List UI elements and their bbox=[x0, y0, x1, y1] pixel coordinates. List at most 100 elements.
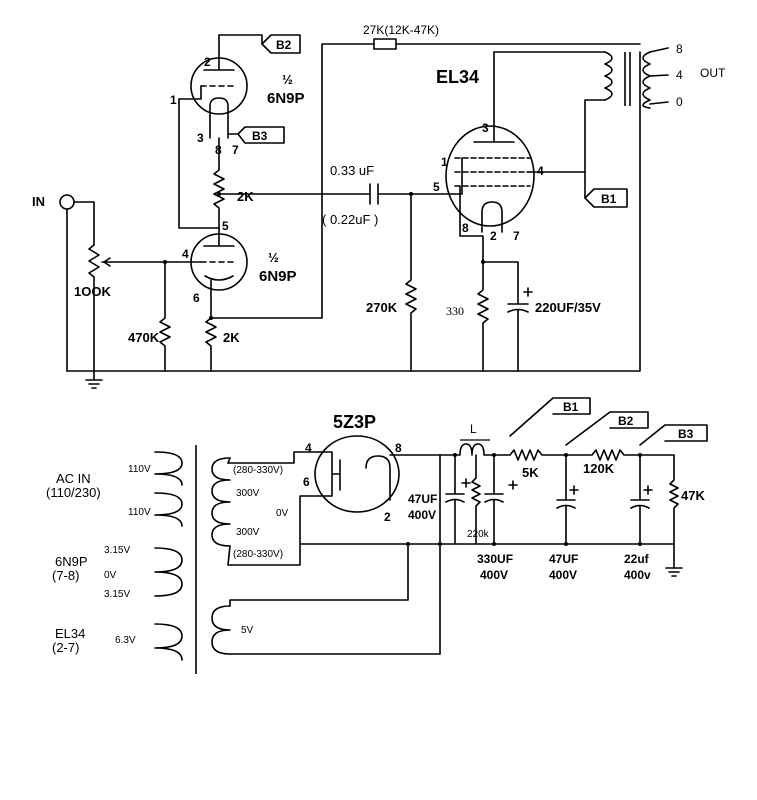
cap1-volts: 400V bbox=[408, 508, 436, 522]
tag-b1-bottom: B1 bbox=[509, 397, 591, 437]
plate-resistor: 2K bbox=[213, 169, 254, 231]
rectifier-pin-4: 4 bbox=[305, 441, 312, 455]
cathode-resistor: 2K bbox=[205, 317, 240, 372]
rectifier-pin-2: 2 bbox=[384, 510, 391, 524]
tube2-pin-6: 6 bbox=[193, 291, 200, 305]
secondary-range2: (280-330V) bbox=[233, 549, 283, 560]
heater-6n9p-vmid: 0V bbox=[104, 570, 117, 581]
cap3-value: 47UF bbox=[549, 552, 578, 566]
ground-symbol bbox=[85, 370, 103, 389]
tube1-pin-1: 1 bbox=[170, 93, 177, 107]
tag-b1-bottom-label: B1 bbox=[563, 400, 579, 414]
bleeder-resistor: 220k bbox=[467, 454, 490, 545]
winding-5v-label: 5V bbox=[241, 625, 254, 636]
heater-6n9p-vtop: 3.15V bbox=[104, 545, 130, 556]
filter-capacitor-4: 22uf 400v bbox=[624, 454, 653, 582]
tube-el34: 3 1 5 4 8 2 7 EL34 bbox=[433, 51, 586, 261]
load-resistor-label: 47K bbox=[681, 488, 705, 503]
coupling-cap-label: 0.33 uF bbox=[330, 163, 374, 178]
tube1-name: 6N9P bbox=[267, 90, 305, 107]
el34-name: EL34 bbox=[436, 67, 479, 87]
tag-b3-top-label: B3 bbox=[252, 129, 268, 143]
out-tap-8: 8 bbox=[676, 42, 683, 56]
filter-capacitor-3: 47UF 400V bbox=[549, 454, 579, 582]
tube-6n9p-lower: 5 4 6 ½ 6N9P bbox=[164, 219, 297, 319]
secondary-hv-winding: (280-330V) 300V 0V 300V (280-330V) bbox=[211, 451, 675, 566]
winding-5v: 5V bbox=[211, 454, 441, 655]
heater-el34-pins: (2-7) bbox=[52, 640, 79, 655]
cap3-volts: 400V bbox=[549, 568, 577, 582]
primary-winding: 110V 110V AC IN (110/230) bbox=[46, 451, 183, 527]
el34-cathode-capacitor: 220UF/35V bbox=[507, 287, 601, 372]
tag-b2-top: B2 bbox=[261, 34, 301, 54]
ac-in-label: AC IN bbox=[56, 471, 91, 486]
el34-grid-resistor: 270K bbox=[366, 193, 417, 372]
tube1-pin-3: 3 bbox=[197, 131, 204, 145]
resistor-120k: 120K bbox=[565, 449, 641, 476]
el34-pin-5: 5 bbox=[433, 180, 440, 194]
resistor-5k-label: 5K bbox=[522, 465, 539, 480]
rectifier-pin-6: 6 bbox=[303, 475, 310, 489]
plate-resistor-label: 2K bbox=[237, 189, 254, 204]
tube-6n9p-upper: 2 1 3 8 7 ½ 6N9P bbox=[170, 34, 305, 157]
el34-pin-4: 4 bbox=[537, 164, 544, 178]
cap2-value: 330UF bbox=[477, 552, 513, 566]
load-resistor: 47K bbox=[639, 454, 705, 569]
supply-ground-symbol bbox=[665, 567, 683, 577]
rectifier-5z3p: 5Z3P 4 6 8 2 bbox=[303, 412, 441, 524]
choke-inductor: L bbox=[454, 422, 495, 456]
secondary-v2: 300V bbox=[236, 527, 260, 538]
tube2-half: ½ bbox=[268, 250, 279, 265]
secondary-range1: (280-330V) bbox=[233, 465, 283, 476]
filter-capacitor-2: 330UF 400V bbox=[477, 454, 518, 582]
tag-b2-top-label: B2 bbox=[276, 38, 292, 52]
cap2-volts: 400V bbox=[480, 568, 508, 582]
input-jack: IN bbox=[32, 194, 95, 372]
tag-b1-top-label: B1 bbox=[601, 192, 617, 206]
tube1-pin-2: 2 bbox=[204, 55, 211, 69]
tag-b2-bottom-label: B2 bbox=[618, 414, 634, 428]
grid-resistor-label: 470K bbox=[128, 330, 160, 345]
el34-cathode-cap-label: 220UF/35V bbox=[535, 300, 601, 315]
primary-v2: 110V bbox=[128, 507, 151, 518]
el34-pin-2: 2 bbox=[490, 229, 497, 243]
secondary-v0: 0V bbox=[276, 508, 289, 519]
cap1-value: 47UF bbox=[408, 492, 437, 506]
tag-b2-bottom: B2 bbox=[565, 411, 649, 446]
resistor-5k: 5K bbox=[493, 449, 567, 480]
heater-6n9p-label: 6N9P bbox=[55, 554, 88, 569]
coupling-capacitor: 0.33 uF ( 0.22uF ) bbox=[322, 163, 456, 227]
heater-6n9p-winding: 3.15V 0V 3.15V 6N9P (7-8) bbox=[52, 545, 183, 600]
tube2-pin-5: 5 bbox=[222, 219, 229, 233]
tag-b1-top: B1 bbox=[584, 188, 628, 208]
feedback-resistor: 27K(12K-47K) bbox=[363, 23, 641, 50]
cap4-volts: 400v bbox=[624, 568, 651, 582]
el34-pin-1: 1 bbox=[441, 155, 448, 169]
tag-b3-bottom: B3 bbox=[639, 424, 708, 446]
el34-pin-3: 3 bbox=[482, 121, 489, 135]
el34-grid-resistor-label: 270K bbox=[366, 300, 398, 315]
heater-6n9p-vbot: 3.15V bbox=[104, 589, 130, 600]
tube1-half: ½ bbox=[282, 72, 293, 87]
cathode-resistor-label: 2K bbox=[223, 330, 240, 345]
grid-resistor: 470K bbox=[128, 261, 171, 372]
el34-pin-8: 8 bbox=[462, 221, 469, 235]
out-tap-0: 0 bbox=[676, 95, 683, 109]
primary-v1: 110V bbox=[128, 464, 151, 475]
cap4-value: 22uf bbox=[624, 552, 650, 566]
ground-rail bbox=[66, 51, 641, 372]
tube2-name: 6N9P bbox=[259, 268, 297, 285]
output-transformer: 8 4 0 OUT bbox=[604, 42, 726, 109]
heater-6n9p-pins: (7-8) bbox=[52, 568, 79, 583]
rectifier-pin-8: 8 bbox=[395, 441, 402, 455]
input-label: IN bbox=[32, 194, 45, 209]
resistor-120k-label: 120K bbox=[583, 461, 615, 476]
volume-pot-label: 1OOK bbox=[74, 284, 111, 299]
bleeder-label: 220k bbox=[467, 529, 490, 540]
out-label: OUT bbox=[700, 66, 726, 80]
el34-pin-7: 7 bbox=[513, 229, 520, 243]
ac-in-range: (110/230) bbox=[46, 485, 101, 500]
power-supply-section: 110V 110V AC IN (110/230) 3.15V 0V 3.15V… bbox=[46, 397, 708, 674]
feedback-resistor-label: 27K(12K-47K) bbox=[363, 23, 439, 37]
